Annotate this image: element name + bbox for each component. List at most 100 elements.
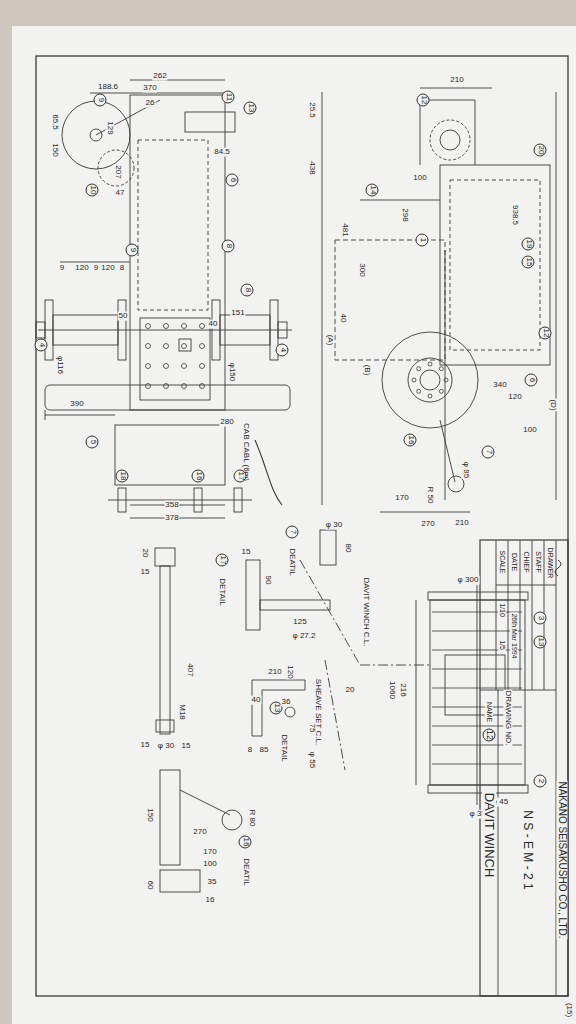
drawing-label: φ 55 — [308, 751, 317, 769]
drawing-label: 270 — [192, 828, 207, 837]
drawing-label: STAFF — [534, 550, 542, 574]
drawing-label: 1/5 — [498, 639, 506, 651]
callout-number: 2 — [534, 775, 547, 788]
drawing-label: 35 — [207, 878, 218, 887]
drawing-label: NAKANO SEISAKUSHO CO., LTD. — [557, 780, 568, 939]
callout-number: 12 — [417, 94, 430, 107]
callout-number: 16 — [239, 836, 252, 849]
drawing-label: 481 — [341, 222, 350, 237]
bolt-hole — [200, 344, 205, 349]
callout-number: 7 — [482, 446, 495, 459]
drawing-label: 300 — [358, 262, 367, 277]
drawing-label: SHEAVE SET C.L. — [314, 678, 323, 746]
callout-number: 4 — [35, 339, 48, 352]
drawing-label: 100 — [202, 860, 217, 869]
callout-number: 11 — [222, 91, 235, 104]
drawing-label: 170 — [202, 848, 217, 857]
drawing-label: 40 — [339, 313, 348, 324]
callout-number: 3 — [534, 612, 547, 625]
drawing-label: 210 — [454, 519, 469, 528]
drawing-label: 280 — [219, 418, 234, 427]
bolt-hole — [146, 344, 151, 349]
cable-winding — [432, 650, 522, 651]
drawing-label: DETAIL — [218, 577, 227, 606]
callout-number: 7 — [286, 526, 299, 539]
drawing-label: 370 — [142, 84, 157, 93]
drawing-label: 120 — [286, 664, 295, 679]
drawing-label: (A) — [326, 334, 335, 347]
drawing-label: 40 — [208, 320, 219, 329]
bolt-hole — [182, 344, 187, 349]
drawing-label: 340 — [492, 381, 507, 390]
drawing-label: 210 — [267, 668, 282, 677]
cable-winding — [432, 631, 522, 632]
bolt-hole — [412, 378, 416, 382]
callout-number: 19 — [522, 238, 535, 251]
callout-number: 20 — [534, 144, 547, 157]
drawing-label: 80 — [344, 543, 353, 554]
bolt-hole — [146, 384, 151, 389]
callout-number: 1 — [416, 234, 429, 247]
drawing-label: 15 — [181, 742, 192, 751]
drawing-label: DAVIT WINCH C.L. — [362, 576, 371, 647]
drawing-label: 1060 — [388, 680, 397, 700]
drawing-label: 15 — [140, 568, 151, 577]
callout-number: 16 — [404, 434, 417, 447]
drawing-label: R 50 — [426, 486, 435, 505]
drawing-label: 75 — [308, 723, 317, 734]
drawing-label: 262 — [152, 72, 167, 81]
drawing-label: 210 — [449, 76, 464, 85]
bolt-hole — [182, 364, 187, 369]
drawing-label: M18 — [178, 703, 187, 721]
callout-number: 12 — [483, 729, 496, 742]
drawing-label: DETAIL — [280, 733, 289, 762]
drawing-label: 120 — [100, 264, 115, 273]
drawing-label: DAVIT WINCH — [482, 792, 496, 879]
drawing-label: 150 — [146, 807, 155, 822]
bolt-hole — [164, 344, 169, 349]
drawing-label: 20 — [141, 548, 150, 559]
drawing-label: 100 — [522, 426, 537, 435]
bolt-hole — [428, 394, 432, 398]
drawing-label: 9 — [93, 264, 99, 273]
drawing-label: DRAWING NO. — [504, 690, 513, 747]
drawing-label: 438 — [308, 160, 317, 175]
drawing-label: (D) — [549, 398, 558, 411]
drawing-label: 90 — [264, 575, 273, 586]
bolt-hole — [164, 324, 169, 329]
drawing-label: 25.5 — [308, 101, 317, 119]
drawing-label: 50 — [118, 312, 129, 321]
drawing-label: DATE — [510, 552, 518, 572]
callout-number: 17 — [216, 554, 229, 567]
drawing-label: 390 — [69, 400, 84, 409]
drawing-label: 298 — [401, 207, 410, 222]
callout-number: 16 — [192, 470, 205, 483]
drawing-label: 26 — [145, 99, 156, 108]
drawing-label: 65.5 — [51, 113, 60, 131]
drawing-label: 938.5 — [511, 204, 520, 226]
bolt-hole — [164, 384, 169, 389]
drawing-label: 16 — [205, 896, 216, 905]
drawing-label: (15) — [565, 1002, 574, 1018]
bolt-hole — [146, 324, 151, 329]
drawing-label: 8 — [247, 746, 253, 755]
bolt-hole — [200, 364, 205, 369]
drawing-label: 129 — [106, 120, 115, 135]
drawing-label: φ116 — [56, 355, 65, 375]
bolt-hole — [200, 324, 205, 329]
bolt-hole — [417, 367, 421, 371]
bolt-hole — [417, 389, 421, 393]
drawing-label: NAME — [485, 701, 493, 723]
drawing-label: DRAWER — [546, 547, 554, 580]
drawing-label: R 80 — [248, 809, 257, 828]
drawing-label: 120 — [507, 393, 522, 402]
drawing-label: 60 — [146, 880, 155, 891]
bolt-hole — [444, 378, 448, 382]
drawing-label: 9 — [59, 264, 65, 273]
bolt-hole — [439, 367, 443, 371]
drawing-label: 407 — [186, 662, 195, 677]
drawing-label: 358 — [164, 501, 179, 510]
callout-number: 6 — [525, 374, 538, 387]
callout-number: 14 — [366, 184, 379, 197]
drawing-label: 188.6 — [97, 83, 119, 92]
